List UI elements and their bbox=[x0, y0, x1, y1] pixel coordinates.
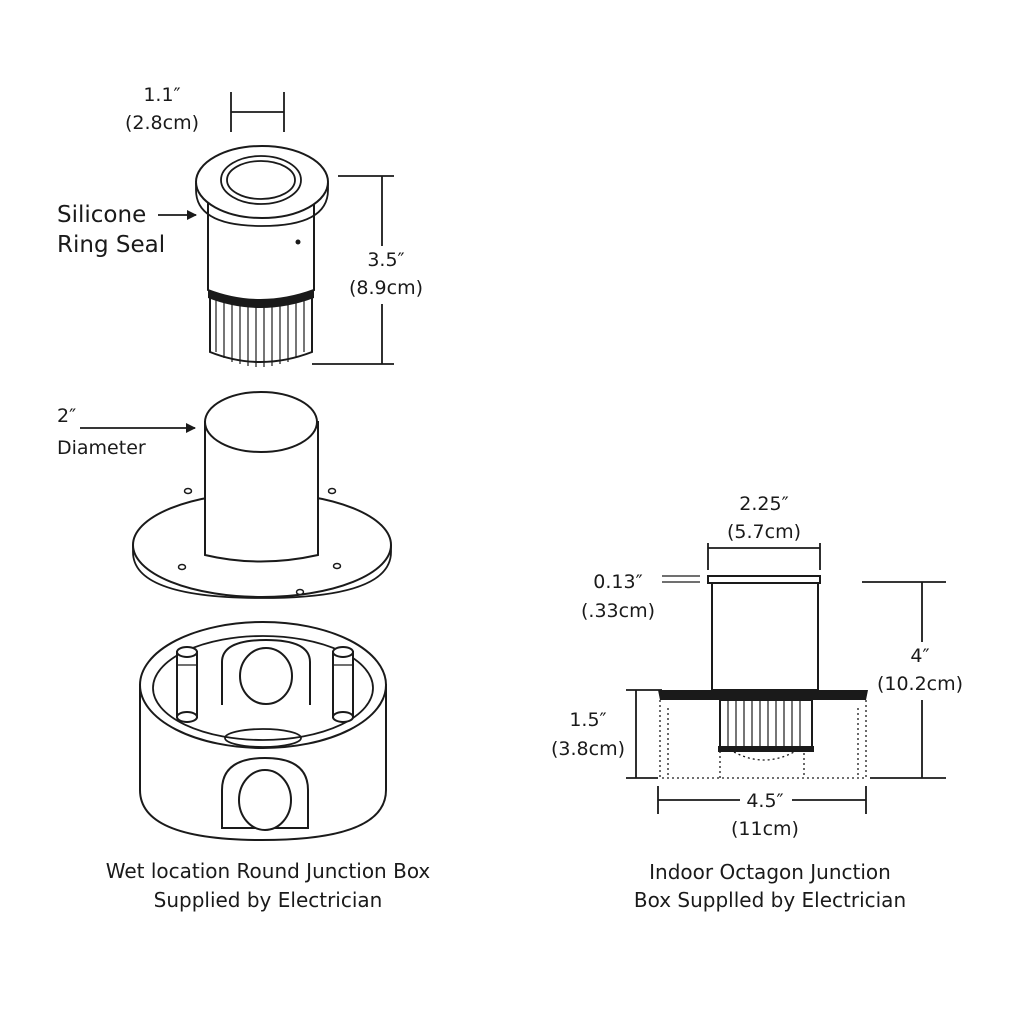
left-caption-line2: Supplied by Electrician bbox=[154, 888, 383, 912]
fixture-height-dimension: 3.5″ (8.9cm) bbox=[312, 175, 423, 365]
flange-cm: (.33cm) bbox=[581, 600, 655, 622]
overall-height-cm: (10.2cm) bbox=[877, 673, 963, 695]
right-caption-line2: Box Supplled by Electrician bbox=[634, 888, 906, 912]
seal-label-line1: Silicone bbox=[57, 202, 146, 228]
width-dimension: 2.25″ (5.7cm) bbox=[707, 493, 821, 570]
silicone-seal-callout: Silicone Ring Seal bbox=[57, 202, 197, 258]
top-dim-in: 1.1″ bbox=[143, 84, 180, 106]
fixture-flange bbox=[195, 145, 329, 219]
diameter-label-line1: 2″ bbox=[57, 405, 76, 427]
box-height-in: 1.5″ bbox=[569, 709, 606, 731]
round-junction-box-drawing bbox=[139, 621, 387, 842]
box-width-dimension: 4.5″ (11cm) bbox=[657, 786, 867, 840]
fixture-height-in: 3.5″ bbox=[367, 249, 404, 271]
left-caption-line1: Wet location Round Junction Box bbox=[106, 859, 431, 883]
flange-dimension: 0.13″ (.33cm) bbox=[581, 571, 700, 622]
box-width-cm: (11cm) bbox=[731, 818, 799, 840]
diameter-label-line2: Diameter bbox=[57, 437, 146, 459]
fixture-height-cm: (8.9cm) bbox=[349, 277, 423, 299]
fixture-screw bbox=[295, 239, 301, 245]
right-caption-line1: Indoor Octagon Junction bbox=[649, 860, 891, 884]
octagon-box-side-view bbox=[658, 575, 868, 779]
top-dimension: 1.1″ (2.8cm) bbox=[125, 84, 285, 134]
flange-in: 0.13″ bbox=[593, 571, 642, 593]
width-in: 2.25″ bbox=[739, 493, 788, 515]
overall-height-dimension: 4″ (10.2cm) bbox=[862, 581, 963, 779]
diameter-callout: 2″ Diameter bbox=[57, 405, 196, 459]
width-cm: (5.7cm) bbox=[727, 521, 801, 543]
fixture-drawing bbox=[195, 145, 329, 367]
top-dim-cm: (2.8cm) bbox=[125, 112, 199, 134]
seal-label-line2: Ring Seal bbox=[57, 232, 165, 258]
box-height-cm: (3.8cm) bbox=[551, 738, 625, 760]
fixture-fins bbox=[208, 290, 314, 367]
mounting-plate-drawing bbox=[132, 391, 392, 599]
box-height-dimension: 1.5″ (3.8cm) bbox=[551, 689, 662, 779]
overall-height-in: 4″ bbox=[910, 645, 929, 667]
box-width-in: 4.5″ bbox=[746, 790, 783, 812]
